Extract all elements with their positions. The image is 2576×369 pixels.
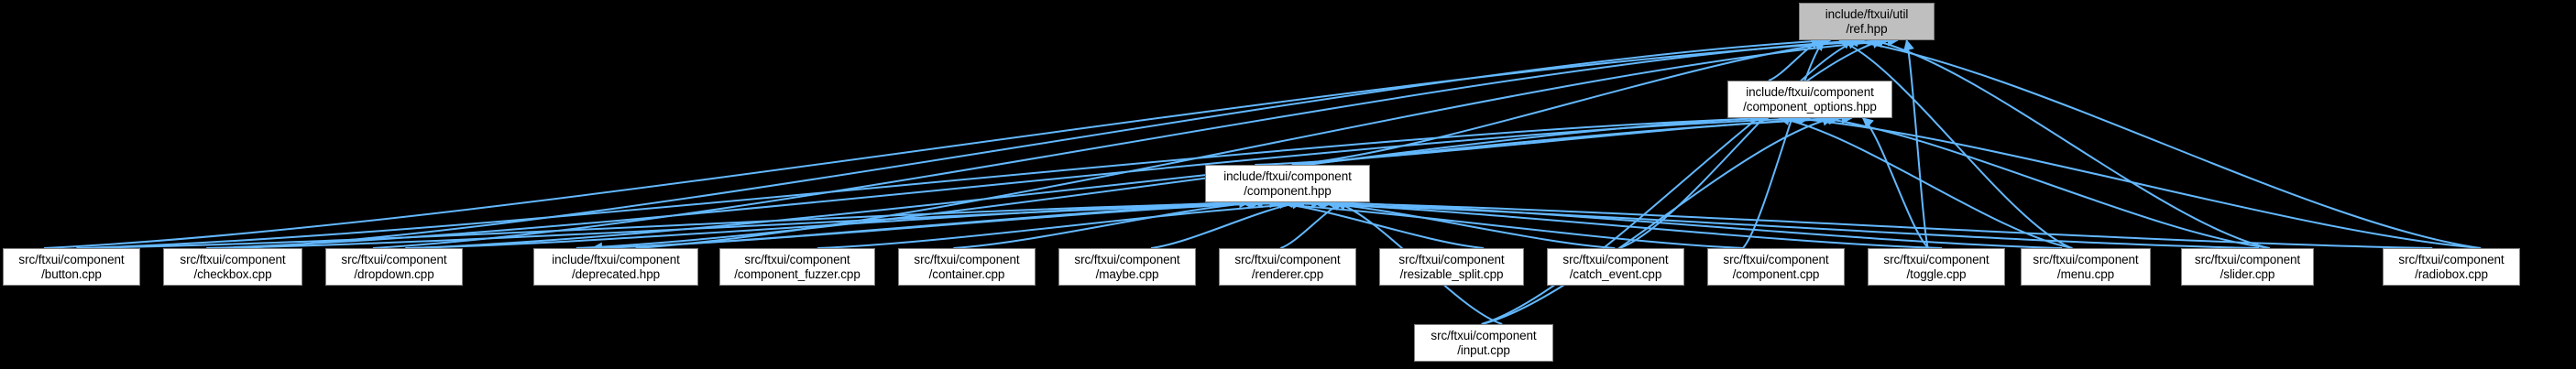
graph-edge-toggle-to-component_options [1861,117,1930,249]
graph-edge-radiobox-to-ref [1847,36,2481,249]
graph-edge-dropdown-to-ref [372,35,1866,249]
graph-node-catch_event[interactable]: src/ftxui/component /catch_event.cpp [1547,248,1684,286]
graph-node-dropdown[interactable]: src/ftxui/component /dropdown.cpp [325,248,463,286]
graph-edge-menu-to-ref [1838,38,2073,249]
graph-edge-deprecated-to-component_hpp [591,197,1292,249]
graph-node-menu[interactable]: src/ftxui/component /menu.cpp [2021,248,2151,286]
graph-edge-slider-to-component_options [1820,114,2271,249]
graph-node-component_hpp[interactable]: include/ftxui/component /component.hpp [1205,165,1370,202]
graph-node-resizable_split[interactable]: src/ftxui/component /resizable_split.cpp [1379,248,1524,286]
graph-node-slider[interactable]: src/ftxui/component /slider.cpp [2181,248,2314,286]
graph-edge-button-to-component_hpp [76,197,1281,249]
graph-node-input[interactable]: src/ftxui/component /input.cpp [1414,324,1553,362]
graph-node-component_options[interactable]: include/ftxui/component /component_optio… [1727,81,1892,118]
graph-edge-deprecated-to-component_options [575,113,1762,249]
graph-edge-checkbox-to-component_hpp [206,197,1323,249]
graph-edge-slider-to-component_hpp [1251,197,2260,249]
graph-edge-button-to-ref [44,35,1890,249]
graph-edge-maybe-to-component_hpp [1150,198,1304,249]
graph-node-ref[interactable]: include/ftxui/util /ref.hpp [1799,3,1935,40]
graph-node-container[interactable]: src/ftxui/component /container.cpp [898,248,1036,286]
graph-edge-toggle-to-component_hpp [1281,197,1943,249]
graph-edge-radiobox-to-component_hpp [1293,197,2433,249]
graph-edge-component_fuzzer-to-component_hpp [817,197,1334,249]
graph-edge-catch_event-to-ref [1619,38,1859,249]
graph-node-button[interactable]: src/ftxui/component /button.cpp [3,248,140,286]
graph-edge-checkbox-to-component_options [212,113,1812,249]
graph-node-maybe[interactable]: src/ftxui/component /maybe.cpp [1058,248,1196,286]
graph-node-deprecated[interactable]: include/ftxui/component /deprecated.hpp [533,248,698,286]
graph-node-radiobox[interactable]: src/ftxui/component /radiobox.cpp [2383,248,2520,286]
graph-edge-component_cpp-to-ref [1742,39,1825,249]
graph-edge-component_cpp-to-component_hpp [1240,197,1745,249]
graph-node-component_fuzzer[interactable]: src/ftxui/component /component_fuzzer.cp… [719,248,875,286]
graph-edge-dropdown-to-component_options [411,113,1853,249]
graph-edge-menu-to-component_options [1778,114,2073,249]
graph-edge-checkbox-to-ref [242,35,1832,249]
graph-node-renderer[interactable]: src/ftxui/component /renderer.cpp [1219,248,1356,286]
graph-edge-component_hpp-to-deprecated [590,201,1273,254]
graph-edge-resizable_split-to-component_hpp [1270,198,1485,249]
graph-edge-toggle-to-ref [1903,38,1929,249]
graph-edge-component_options-to-ref [1768,38,1823,81]
graph-edge-slider-to-ref [1871,37,2270,249]
graph-edge-catch_event-to-component_hpp [1312,197,1616,249]
graph-edge-dropdown-to-component_hpp [405,197,1251,249]
graph-edge-button-to-component_options [82,113,1770,249]
graph-edge-container-to-component_hpp [953,197,1262,249]
graph-edge-deprecated-to-ref [635,35,1899,249]
graph-node-checkbox[interactable]: src/ftxui/component /checkbox.cpp [163,248,302,286]
graph-edge-input-to-component_options [1482,114,1834,325]
graph-edge-menu-to-component_hpp [1323,197,2063,249]
graph-edge-component_hpp-to-component_options [1255,113,1842,166]
graph-edge-renderer-to-component_hpp [1279,200,1345,249]
graph-node-toggle[interactable]: src/ftxui/component /toggle.cpp [1868,248,2005,286]
graph-node-component_cpp[interactable]: src/ftxui/component /component.cpp [1707,248,1845,286]
graph-edge-radiobox-to-component_options [1789,113,2482,249]
